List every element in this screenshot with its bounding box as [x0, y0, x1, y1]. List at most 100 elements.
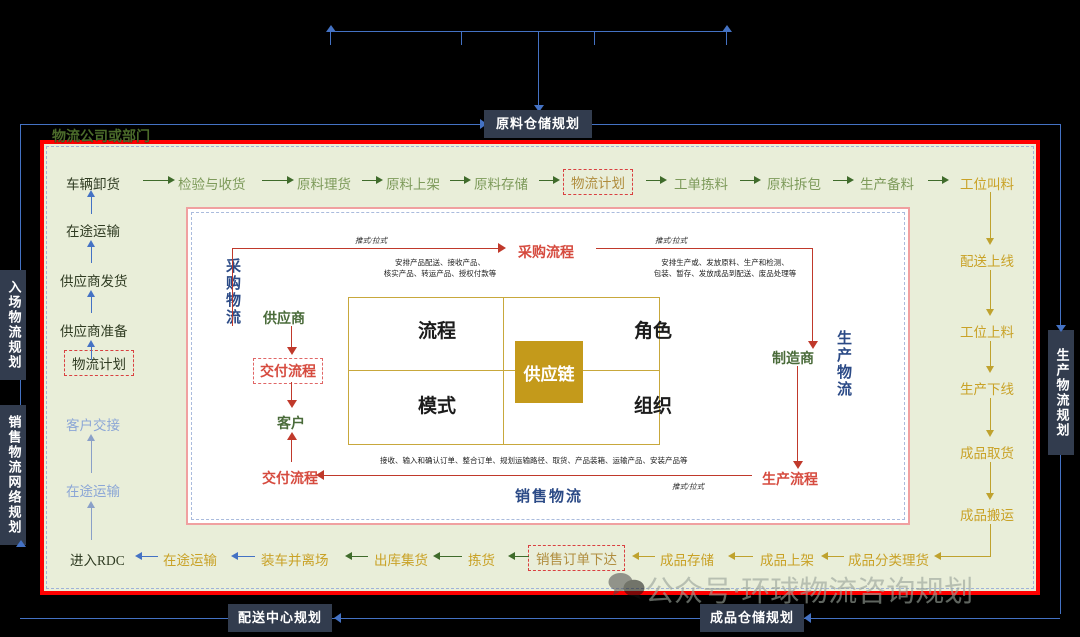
- label-production-logistics-planning[interactable]: 生产物流规划: [1048, 330, 1074, 455]
- right-node-station-feeding[interactable]: 工位上料: [960, 325, 1014, 340]
- bottom-node-picking[interactable]: 拣货: [468, 553, 495, 568]
- flow-node-material-sorting[interactable]: 原料理货: [297, 177, 351, 192]
- right-node-finished-pickup[interactable]: 成品取货: [960, 446, 1014, 461]
- purchase-down-right: [812, 248, 813, 344]
- left-arrow-up-5: [91, 441, 92, 473]
- bottom-arrow-1: [142, 556, 158, 557]
- top-bus-line: [330, 31, 726, 32]
- supplier-to-delivery-arrowhead: [286, 347, 297, 355]
- grid-horizontal-divider: [348, 370, 660, 371]
- label-material-warehouse-planning[interactable]: 原料仓储规划: [484, 110, 592, 138]
- left-node-in-transit-upper[interactable]: 在途运输: [66, 224, 120, 239]
- customer-up-arrow: [291, 438, 292, 462]
- bottom-node-in-transit[interactable]: 在途运输: [163, 553, 217, 568]
- left-node-customer-handover[interactable]: 客户交接: [66, 418, 120, 433]
- label-supplier: 供应商: [263, 312, 305, 327]
- right-arrowhead-1: [985, 238, 994, 245]
- left-arrow-up-1: [91, 197, 92, 214]
- right-arrowhead-5: [985, 493, 994, 500]
- left-arrowhead-up-5: [86, 434, 95, 441]
- flow-node-work-order-picking[interactable]: 工单拣料: [674, 177, 728, 192]
- flow-node-production-prep[interactable]: 生产备料: [860, 177, 914, 192]
- label-distribution-center-planning[interactable]: 配送中心规划: [228, 604, 332, 632]
- push-pull-label-bottom: 推式/拉式: [672, 482, 705, 491]
- purchase-right-arrowhead: [807, 341, 818, 349]
- grid-cell-mode: 模式: [418, 396, 457, 417]
- label-delivery-process-top[interactable]: 交付流程: [253, 358, 323, 384]
- top-label-left-feeder: [20, 124, 484, 125]
- right-bus-arrowhead: [1056, 325, 1066, 332]
- left-node-supplier-prep[interactable]: 供应商准备: [60, 324, 128, 339]
- sales-return-line: [322, 475, 752, 476]
- bottom-node-finished-storage[interactable]: 成品存储: [660, 553, 714, 568]
- top-bus-left-drop: [330, 31, 331, 45]
- bottom-node-loading-departure[interactable]: 装车并离场: [261, 553, 329, 568]
- left-arrowhead-up-1: [86, 190, 95, 197]
- flow-node-material-putaway[interactable]: 原料上架: [386, 177, 440, 192]
- note-line-1: 安排产品配送、接收产品、: [395, 258, 485, 267]
- bottom-arrowhead-8: [821, 551, 828, 560]
- left-arrow-up-6: [91, 508, 92, 540]
- bottom-arrow-8: [828, 556, 844, 557]
- bottom-node-outbound-consolidation[interactable]: 出库集货: [374, 553, 428, 568]
- top-arrow-5: [539, 180, 555, 181]
- bottom-arrowhead-3: [345, 551, 352, 560]
- right-node-finished-handling[interactable]: 成品搬运: [960, 508, 1014, 523]
- top-arrow-9: [928, 180, 944, 181]
- label-purchase-process: 采购流程: [518, 246, 574, 261]
- top-arrowhead-6: [660, 175, 667, 184]
- label-finished-goods-warehouse-planning[interactable]: 成品仓储规划: [700, 604, 804, 632]
- left-node-in-transit-lower[interactable]: 在途运输: [66, 484, 120, 499]
- flow-node-inspection-receiving[interactable]: 检验与收货: [178, 177, 246, 192]
- left-arrowhead-up-2: [86, 240, 95, 247]
- supply-chain-panel-inner-border: [191, 212, 905, 520]
- top-arrow-6: [646, 180, 662, 181]
- label-sales-logistics-network-planning[interactable]: 销售物流网络规划: [0, 405, 26, 545]
- left-arrowhead-up-4: [86, 340, 95, 347]
- label-inbound-logistics-planning[interactable]: 入场物流规划: [0, 270, 26, 380]
- bottom-arrowhead-2: [231, 551, 238, 560]
- left-arrow-up-3: [91, 297, 92, 313]
- grid-cell-process: 流程: [418, 321, 457, 342]
- wechat-icon: [608, 573, 645, 600]
- note-production-activities: 安排生产或、发放原料、生产和检测、 包装、暂存、发放成品到配送、废品处理等: [610, 258, 840, 280]
- supply-chain-center-label: 供应链: [523, 364, 575, 384]
- top-arrowhead-3: [376, 175, 383, 184]
- watermark-text: 公众号·环球物流咨询规划: [645, 574, 974, 608]
- right-elbow-vert: [990, 524, 991, 557]
- supply-chain-center-box: 供应链: [515, 341, 583, 403]
- right-arrow-5: [990, 462, 991, 496]
- bottom-node-finished-sorting[interactable]: 成品分类理货: [848, 553, 929, 568]
- right-node-delivery-to-line[interactable]: 配送上线: [960, 254, 1014, 269]
- right-arrow-2: [990, 270, 991, 312]
- bottom-arrowhead-7: [728, 551, 735, 560]
- flow-node-material-unpacking[interactable]: 原料拆包: [767, 177, 821, 192]
- note-procurement-activities: 安排产品配送、接收产品、 核实产品、转运产品、授权付款等: [330, 258, 550, 280]
- bottom-node-finished-putaway[interactable]: 成品上架: [760, 553, 814, 568]
- top-label-left-feeder-head: [480, 119, 487, 129]
- left-node-supplier-shipment[interactable]: 供应商发货: [60, 274, 128, 289]
- bottom-node-enter-rdc[interactable]: 进入RDC: [70, 553, 125, 568]
- top-bus-center-arrowhead: [534, 105, 544, 112]
- label-text: 生产物流规划: [1054, 347, 1070, 438]
- left-node-logistics-plan[interactable]: 物流计划: [64, 350, 134, 376]
- purchase-top-left-line: [232, 248, 504, 249]
- flow-node-station-call-material[interactable]: 工位叫料: [960, 177, 1014, 192]
- left-arrow-up-4: [91, 347, 92, 360]
- bottom-arrow-5: [515, 556, 529, 557]
- top-bus-right-arrowhead: [722, 25, 732, 32]
- right-node-production-offline[interactable]: 生产下线: [960, 382, 1014, 397]
- label-manufacturer: 制造商: [772, 352, 814, 367]
- top-arrowhead-7: [754, 175, 761, 184]
- left-arrow-up-2: [91, 247, 92, 263]
- label-text: 入场物流规划: [6, 280, 22, 370]
- label-customer: 客户: [277, 417, 305, 432]
- flow-node-logistics-plan-top[interactable]: 物流计划: [563, 169, 633, 195]
- flow-node-material-storage[interactable]: 原料存储: [474, 177, 528, 192]
- grid-cell-role: 角色: [634, 321, 673, 342]
- top-bus-left-arrowhead: [326, 25, 336, 32]
- flow-node-unload-vehicle[interactable]: 车辆卸货: [66, 177, 120, 192]
- left-bus-arrowhead: [16, 540, 26, 547]
- right-arrowhead-3: [985, 366, 994, 373]
- bottom-node-sales-order-release[interactable]: 销售订单下达: [528, 545, 625, 571]
